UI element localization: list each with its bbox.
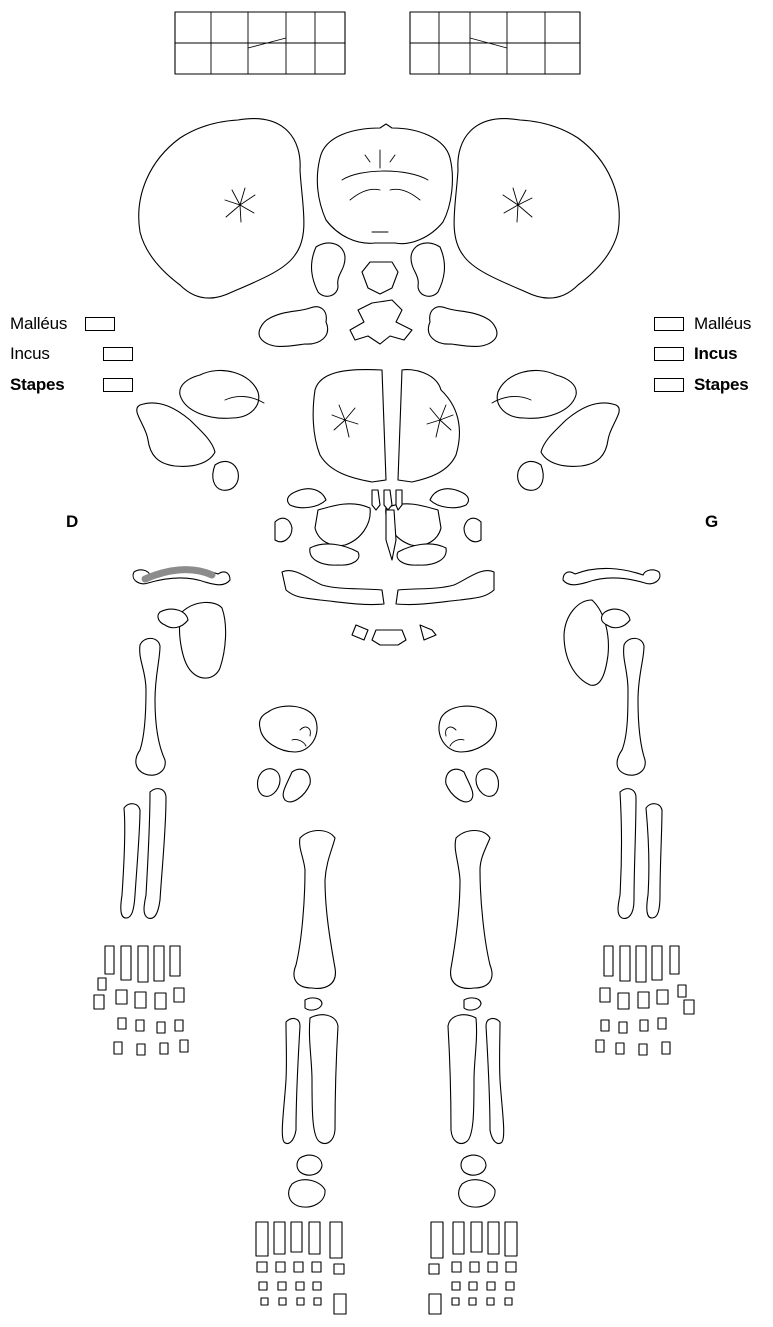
squama-right — [180, 370, 259, 418]
left-radius — [646, 804, 662, 918]
zygoma-left — [430, 489, 468, 508]
pubis-left — [446, 769, 473, 802]
ossicle-label: Incus — [694, 344, 737, 364]
right-lower-limb — [282, 831, 338, 1208]
petrous-right — [259, 307, 327, 347]
left-foot — [429, 1222, 517, 1314]
ossicle-row-left-stapes: Stapes — [654, 373, 749, 397]
ossicle-row-right-stapes: Stapes — [10, 373, 133, 397]
right-scapula — [180, 602, 226, 678]
temporal-right — [312, 243, 345, 296]
tympanic-ring-right — [213, 461, 239, 490]
left-clavicle — [563, 568, 660, 584]
left-patella — [464, 998, 481, 1010]
right-hand — [94, 946, 188, 1055]
palatine-right — [275, 518, 292, 541]
hyoid-right-horn — [352, 625, 368, 640]
ossicle-row-right-incus: Incus — [10, 342, 133, 366]
ossicle-checkbox[interactable] — [654, 378, 684, 392]
hyoid-center — [372, 630, 406, 645]
left-scapula — [564, 600, 608, 685]
left-hand — [596, 946, 694, 1055]
ischium-left — [476, 769, 499, 797]
right-fibula — [282, 1019, 300, 1144]
side-marker-left: G — [705, 512, 718, 532]
side-marker-right: D — [66, 512, 78, 532]
left-ulna — [618, 789, 636, 919]
ossicle-checkbox[interactable] — [654, 347, 684, 361]
occipital-base — [350, 300, 412, 344]
ossicle-row-left-incus: Incus — [654, 342, 737, 366]
frontal-bone — [317, 124, 452, 244]
ossicle-checkbox[interactable] — [103, 378, 133, 392]
ilium-left — [439, 706, 497, 752]
frontal-half-right — [313, 370, 386, 482]
petrous-left — [428, 307, 496, 347]
ossicle-label: Malléus — [694, 314, 751, 334]
parietal-left — [454, 119, 619, 299]
ossicle-label: Incus — [10, 344, 86, 364]
left-talus — [461, 1155, 486, 1175]
ossicle-checkbox[interactable] — [103, 347, 133, 361]
sphenoid-left-wing — [397, 544, 446, 565]
left-fibula — [486, 1019, 504, 1144]
pelvis — [258, 706, 499, 802]
right-talus — [297, 1155, 322, 1175]
right-foot — [256, 1222, 346, 1314]
left-calcaneus — [459, 1180, 495, 1207]
zygoma-right — [288, 489, 326, 508]
face-bones — [275, 370, 494, 645]
ossicle-row-left-malleus: Malléus — [654, 312, 751, 336]
mandible-left — [396, 571, 494, 605]
right-femur — [294, 831, 335, 989]
sphenoid-right-wing — [310, 544, 359, 565]
tympanic-ring-left — [518, 461, 544, 490]
right-radius — [121, 804, 140, 918]
temporal-left — [411, 243, 444, 296]
right-upper-limb — [121, 568, 230, 918]
right-tibia — [309, 1015, 338, 1144]
pubis-right — [283, 769, 310, 802]
dental-chart-left — [410, 12, 580, 74]
ossicle-label: Stapes — [10, 375, 86, 395]
left-lower-limb — [448, 831, 504, 1208]
vomer — [386, 510, 396, 560]
mandible-right — [282, 571, 384, 605]
dental-chart-right — [175, 12, 345, 74]
left-femur — [451, 831, 492, 989]
frontal-half-left — [398, 370, 459, 482]
ossicle-label: Malléus — [10, 314, 67, 334]
left-upper-limb — [563, 568, 662, 918]
parietal-right — [139, 119, 304, 299]
squama-left — [497, 370, 576, 418]
ossicle-checkbox[interactable] — [654, 317, 684, 331]
left-humerus — [617, 638, 645, 775]
right-humerus — [136, 638, 165, 775]
ossicle-label: Stapes — [694, 375, 749, 395]
palatine-left — [464, 518, 481, 541]
ilium-right — [259, 706, 317, 752]
maxilla-right — [315, 504, 370, 546]
ossicle-row-right-malleus: Malléus — [10, 312, 115, 336]
hyoid-left-horn — [420, 625, 436, 640]
right-patella — [305, 998, 322, 1010]
nasal-bones — [372, 490, 402, 510]
ischium-right — [258, 769, 281, 797]
sphenoid-body — [362, 262, 398, 294]
ossicle-checkbox[interactable] — [85, 317, 115, 331]
left-coracoid — [601, 609, 630, 628]
left-tibia — [448, 1015, 477, 1144]
right-calcaneus — [289, 1180, 325, 1207]
right-ulna — [144, 789, 166, 919]
